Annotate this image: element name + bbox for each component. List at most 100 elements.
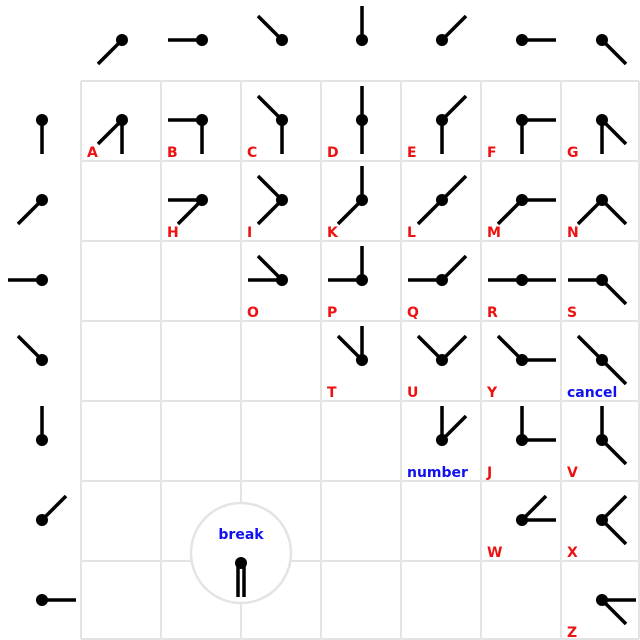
body-dot: [436, 274, 448, 286]
body-dot: [116, 114, 128, 126]
semaphore-i: [256, 174, 288, 226]
body-dot: [196, 194, 208, 206]
cell-label: O: [247, 305, 259, 321]
body-dot: [276, 114, 288, 126]
body-dot: [276, 194, 288, 206]
semaphore-d: [356, 86, 368, 154]
semaphore-o: [248, 254, 288, 286]
body-dot: [516, 114, 528, 126]
body-dot: [356, 34, 368, 46]
semaphore-y: [496, 334, 556, 366]
semaphore-break: [235, 557, 247, 597]
body-dot: [276, 34, 288, 46]
cell-label: R: [487, 305, 498, 321]
cell-label: B: [167, 145, 178, 161]
cell-label: F: [487, 145, 497, 161]
body-dot: [436, 34, 448, 46]
body-dot: [436, 114, 448, 126]
cell-label: Z: [567, 625, 577, 640]
semaphore-c: [256, 94, 288, 154]
semaphore-s: [568, 274, 628, 306]
body-dot: [36, 194, 48, 206]
cell-label: K: [327, 225, 339, 241]
column-header-se: [596, 34, 628, 66]
cell-label: number: [407, 465, 468, 481]
semaphore-e: [436, 94, 468, 154]
cell-label: S: [567, 305, 577, 321]
semaphore-u: [416, 334, 468, 366]
break-label: break: [218, 527, 264, 543]
semaphore-x: [596, 494, 628, 546]
semaphore-w: [516, 494, 556, 526]
body-dot: [36, 354, 48, 366]
cell-label: C: [247, 145, 257, 161]
semaphore-m: [496, 194, 556, 226]
body-dot: [596, 594, 608, 606]
body-dot: [36, 514, 48, 526]
cell-label: Q: [407, 305, 419, 321]
cell-label: Y: [486, 385, 498, 401]
semaphore-cancel: [576, 334, 628, 386]
column-header-ne: [436, 14, 468, 46]
cell-label: L: [407, 225, 416, 241]
body-dot: [196, 34, 208, 46]
row-header-nw: [16, 334, 48, 366]
body-dot: [516, 354, 528, 366]
cell-label: X: [567, 545, 578, 561]
row-header-w: [8, 274, 48, 286]
column-header-e: [516, 34, 556, 46]
column-header-nw: [256, 14, 288, 46]
body-dot: [516, 194, 528, 206]
semaphore-l: [416, 174, 468, 226]
body-dot: [356, 114, 368, 126]
cell-label: A: [87, 145, 98, 161]
body-dot: [596, 274, 608, 286]
row-header-sw: [16, 194, 48, 226]
body-dot: [36, 274, 48, 286]
body-dot: [36, 434, 48, 446]
cell-label: cancel: [567, 385, 617, 401]
body-dot: [516, 434, 528, 446]
body-dot: [276, 274, 288, 286]
body-dot: [596, 434, 608, 446]
cell-label: H: [167, 225, 179, 241]
body-dot: [356, 354, 368, 366]
grid: [80, 80, 640, 640]
body-dot: [436, 434, 448, 446]
row-header-s: [36, 114, 48, 154]
semaphore-number: [436, 406, 468, 446]
cell-label: U: [407, 385, 418, 401]
cell-label: D: [327, 145, 339, 161]
semaphore-h: [168, 194, 208, 226]
cell-label: N: [567, 225, 579, 241]
break-circle: [189, 501, 293, 605]
body-dot: [596, 514, 608, 526]
cell-label: V: [567, 465, 578, 481]
semaphore-n: [576, 194, 628, 226]
cell-label: P: [327, 305, 337, 321]
body-dot: [516, 514, 528, 526]
body-dot: [596, 114, 608, 126]
cell-label: J: [486, 465, 492, 481]
body-dot: [36, 594, 48, 606]
body-dot: [516, 34, 528, 46]
semaphore-g: [596, 114, 628, 154]
cell-label: W: [487, 545, 502, 561]
cell-label: E: [407, 145, 417, 161]
semaphore-v: [596, 406, 628, 466]
body-dot: [196, 114, 208, 126]
row-header-ne: [36, 494, 68, 526]
cell-label: I: [247, 225, 252, 241]
semaphore-t: [336, 326, 368, 366]
semaphore-q: [408, 254, 468, 286]
semaphore-b: [168, 114, 208, 154]
row-header-e: [36, 594, 76, 606]
body-dot: [116, 34, 128, 46]
cell-label: T: [327, 385, 337, 401]
body-dot: [596, 354, 608, 366]
body-dot: [516, 274, 528, 286]
body-dot: [356, 194, 368, 206]
body-dot: [356, 274, 368, 286]
column-header-sw: [96, 34, 128, 66]
